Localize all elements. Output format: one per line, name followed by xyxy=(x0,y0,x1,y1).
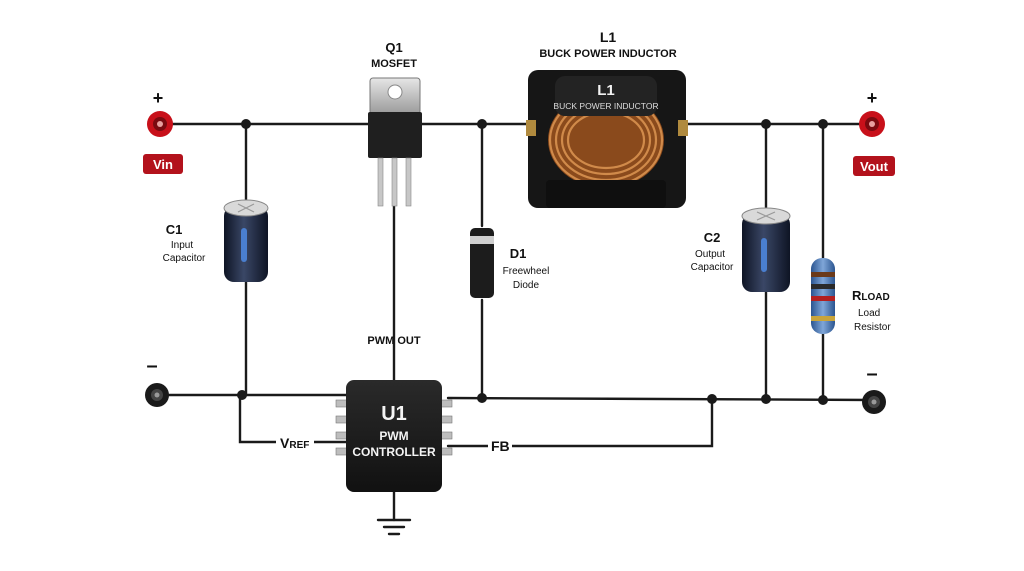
u1-line2: CONTROLLER xyxy=(352,445,436,459)
fb-wire xyxy=(446,397,714,448)
rload-line1: Load xyxy=(858,308,880,319)
vref-label: VREF xyxy=(280,435,309,451)
d1-ref: D1 xyxy=(510,246,527,261)
l1-ref: L1 xyxy=(600,29,617,45)
d1-line2: Diode xyxy=(513,280,540,291)
junction-dot xyxy=(237,390,247,400)
d1-line1: Freewheel xyxy=(503,266,550,277)
junction-dot xyxy=(761,394,771,404)
junction-dot xyxy=(761,119,771,129)
c2-line1: Output xyxy=(695,249,725,260)
pwm-out-label: PWM OUT xyxy=(367,335,420,347)
ground-symbol xyxy=(376,518,412,536)
l1-body-ref: L1 xyxy=(597,82,615,99)
wires xyxy=(158,122,876,522)
rload-resistor: RLOAD Load Resistor xyxy=(811,258,891,334)
q1-mosfet: Q1 MOSFET xyxy=(368,40,422,207)
vin-badge xyxy=(143,154,183,174)
junction-dot xyxy=(707,394,717,404)
l1-inductor: L1 BUCK POWER INDUCTOR L1 BUCK POWER IND… xyxy=(526,29,688,208)
vin-label: Vin xyxy=(153,157,173,172)
l1-name: BUCK POWER INDUCTOR xyxy=(539,48,676,60)
gnd-left-terminal: – xyxy=(145,355,169,407)
vout-label: Vout xyxy=(860,159,889,174)
junction-dot xyxy=(477,119,487,129)
junction-dot xyxy=(477,393,487,403)
rload-line2: Resistor xyxy=(854,322,891,333)
q1-ref: Q1 xyxy=(385,40,402,55)
u1-pwm-controller: PWM OUT U1 PWM CONTROLLER xyxy=(335,335,453,492)
c2-line2: Capacitor xyxy=(691,262,734,273)
c2-capacitor: C2 Output Capacitor xyxy=(691,207,791,292)
junctions xyxy=(237,119,828,405)
vin-polarity: + xyxy=(153,88,164,108)
gnd-right-polarity: – xyxy=(866,363,877,385)
vout-polarity: + xyxy=(867,88,878,108)
vout-badge xyxy=(853,156,895,176)
bottom-rail-right xyxy=(446,396,876,402)
junction-dot xyxy=(818,395,828,405)
rload-ref: RLOAD xyxy=(852,288,890,303)
u1-line1: PWM xyxy=(379,429,408,443)
junction-dot xyxy=(241,119,251,129)
vout-terminal: + Vout xyxy=(853,88,895,176)
u1-ref: U1 xyxy=(381,403,407,425)
q1-name: MOSFET xyxy=(371,58,417,70)
fb-label: FB xyxy=(491,438,510,454)
c1-line1: Input xyxy=(171,240,193,251)
c1-capacitor: C1 Input Capacitor xyxy=(163,199,269,282)
vin-terminal: + Vin xyxy=(143,88,183,174)
c2-ref: C2 xyxy=(704,230,721,245)
c1-line2: Capacitor xyxy=(163,253,206,264)
junction-dot xyxy=(818,119,828,129)
gnd-left-polarity: – xyxy=(146,355,157,377)
l1-body-name: BUCK POWER INDUCTOR xyxy=(553,101,658,111)
c1-ref: C1 xyxy=(166,222,183,237)
d1-diode: D1 Freewheel Diode xyxy=(470,228,549,298)
gnd-right-terminal: – xyxy=(862,363,886,414)
